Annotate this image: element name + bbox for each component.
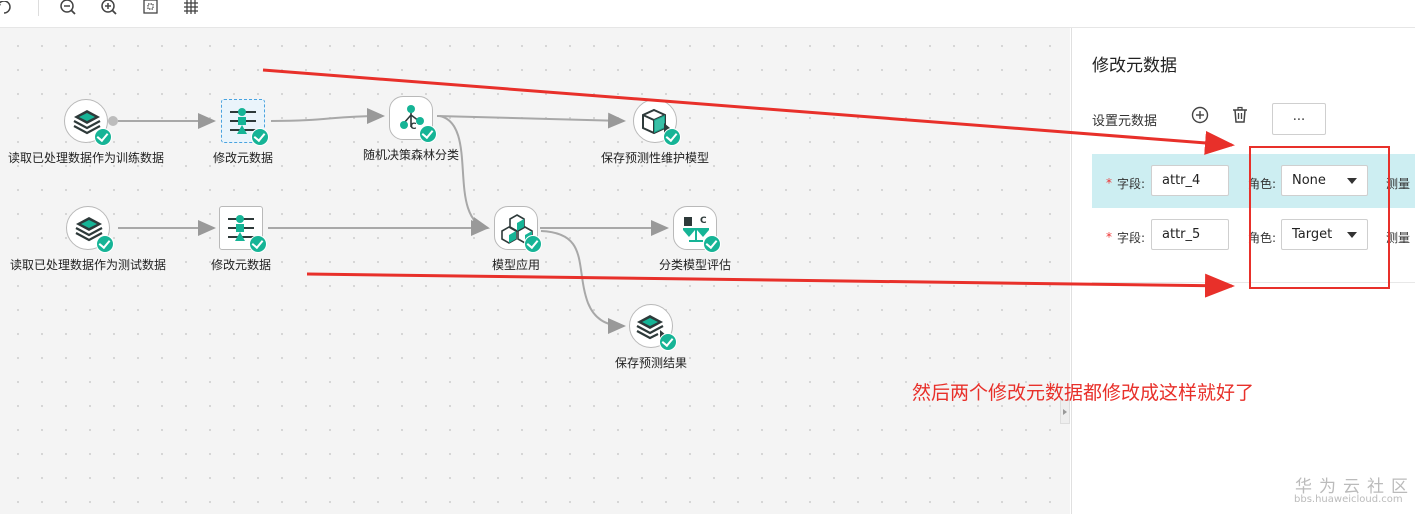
- output-port[interactable]: [108, 116, 118, 126]
- chevron-down-icon: [1347, 178, 1357, 184]
- stack-layers-icon: [66, 206, 114, 253]
- status-success-icon: [659, 333, 677, 351]
- zoom-out-icon[interactable]: [60, 0, 80, 18]
- status-success-icon: [251, 128, 269, 146]
- edge-apply-to-save-result: [540, 230, 626, 334]
- metadata-row-1[interactable]: * 字段: attr_4 角色: None 测量: [1092, 154, 1415, 208]
- status-success-icon: [249, 235, 267, 253]
- node-label: 分类模型评估: [658, 258, 731, 272]
- sliders-icon: [221, 99, 269, 146]
- divider: [1092, 282, 1415, 283]
- grid-icon[interactable]: [183, 0, 203, 18]
- role-select[interactable]: None: [1281, 165, 1368, 196]
- role-label: 角色:: [1248, 231, 1277, 245]
- node-label: 修改元数据: [210, 258, 271, 272]
- status-success-icon: [524, 235, 542, 253]
- refresh-icon[interactable]: [0, 0, 16, 18]
- node-label: 模型应用: [491, 258, 540, 272]
- svg-text:C: C: [700, 216, 707, 226]
- node-label: 读取已处理数据作为测试数据: [9, 258, 166, 272]
- role-select-value: None: [1292, 173, 1326, 188]
- properties-panel: 修改元数据 设置元数据 ... * 字段: attr_4 角色: None 测量…: [1071, 28, 1415, 514]
- field-label: 字段:: [1117, 231, 1146, 245]
- zoom-in-icon[interactable]: [101, 0, 121, 18]
- edge-rf-to-save-model: [436, 112, 626, 129]
- fit-screen-icon[interactable]: [143, 0, 163, 18]
- svg-text:C: C: [410, 122, 417, 132]
- measure-label: 测量: [1386, 177, 1411, 191]
- node-label: 修改元数据: [212, 151, 273, 165]
- metadata-row-2[interactable]: * 字段: attr_5 角色: Target 测量: [1092, 208, 1415, 262]
- workflow-canvas[interactable]: 读取已处理数据作为训练数据 修改元数据 C 随机决策森林分类 保存预测性维护模型…: [0, 28, 1070, 514]
- status-success-icon: [419, 125, 437, 143]
- status-success-icon: [96, 235, 114, 253]
- trash-icon[interactable]: [1231, 106, 1251, 126]
- role-select-value: Target: [1292, 227, 1333, 242]
- role-label: 角色:: [1248, 177, 1277, 191]
- measure-label: 测量: [1386, 231, 1411, 245]
- sliders-icon: [219, 206, 267, 253]
- panel-collapse-toggle[interactable]: [1060, 400, 1070, 424]
- watermark-title: 华为云社区: [1295, 477, 1415, 497]
- decision-tree-icon: C: [389, 96, 437, 143]
- scale-balance-icon: C: [673, 206, 721, 253]
- required-mark: *: [1106, 176, 1112, 190]
- chevron-down-icon: [1347, 232, 1357, 238]
- canvas-toolbar: [0, 0, 1415, 28]
- field-label: 字段:: [1117, 177, 1146, 191]
- required-mark: *: [1106, 230, 1112, 244]
- add-icon[interactable]: [1191, 106, 1211, 126]
- status-success-icon: [663, 128, 681, 146]
- toolbar-divider: [38, 0, 39, 16]
- node-label: 保存预测性维护模型: [600, 151, 709, 165]
- watermark-url: bbs.huaweicloud.com: [1294, 494, 1403, 505]
- edge-rf-to-apply: [439, 115, 490, 233]
- status-success-icon: [703, 235, 721, 253]
- node-label: 读取已处理数据作为训练数据: [7, 151, 164, 165]
- field-input[interactable]: attr_4: [1151, 165, 1229, 196]
- edge-modify-to-rf: [270, 108, 385, 125]
- stack-layers-icon: [64, 99, 112, 146]
- node-label: 保存预测结果: [614, 356, 687, 370]
- cube-save-icon: [633, 99, 681, 146]
- status-success-icon: [94, 128, 112, 146]
- role-select[interactable]: Target: [1281, 219, 1368, 250]
- node-label: 随机决策森林分类: [362, 148, 459, 162]
- stack-save-icon: [629, 304, 677, 351]
- set-metadata-label: 设置元数据: [1092, 114, 1158, 129]
- more-options-button[interactable]: ...: [1272, 103, 1326, 135]
- annotation-text: 然后两个修改元数据都修改成这样就好了: [912, 382, 1255, 404]
- field-input[interactable]: attr_5: [1151, 219, 1229, 250]
- cubes-icon: [494, 206, 542, 253]
- panel-title: 修改元数据: [1092, 56, 1177, 76]
